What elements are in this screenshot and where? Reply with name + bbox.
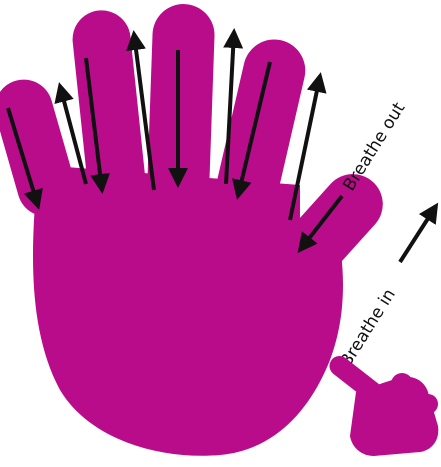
breathe-in-label: Breathe in [336, 285, 400, 370]
open-hand-icon [0, 3, 395, 456]
pointing-hand-icon [325, 352, 438, 456]
arrow-breathe-in [400, 206, 436, 262]
breathe-out-label: Breathe out [339, 99, 409, 195]
